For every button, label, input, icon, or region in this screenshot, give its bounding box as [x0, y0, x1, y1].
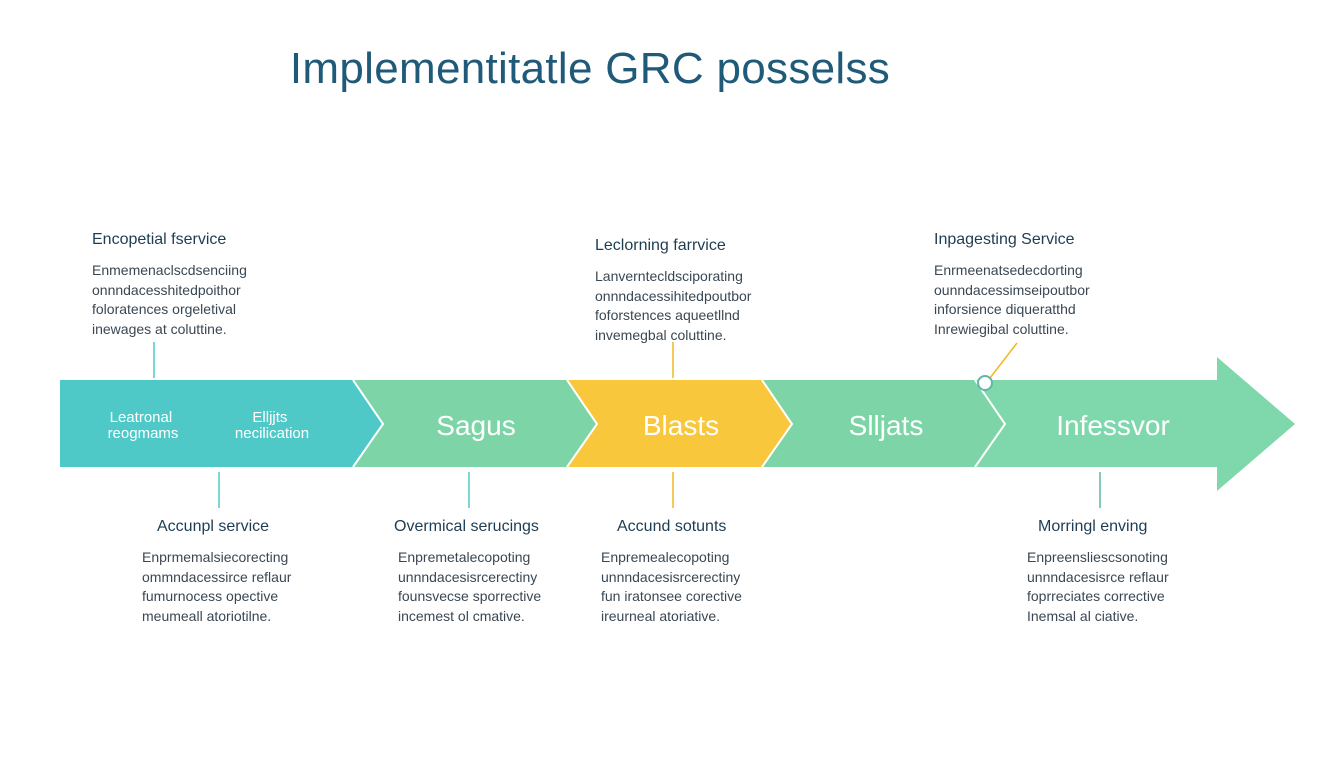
note-line: unnndacesisrce reflaur: [1027, 568, 1169, 585]
note-line: inforsience diqueratthd: [934, 301, 1076, 317]
stage-label: Blasts: [643, 410, 719, 441]
note-line: Lanverntecldsciporating: [595, 268, 743, 284]
top-note-2: Leclorning farrvice Lanverntecldsciporat…: [595, 237, 751, 345]
note-line: Enpremetalecopoting: [398, 549, 531, 565]
note-line: foprreciates corrective: [1027, 588, 1165, 604]
note-line: inewages at coluttine.: [92, 320, 227, 337]
stage-divider: [761, 379, 794, 468]
bottom-note-4: Morringl enving Enpreensliescsonoting un…: [1027, 518, 1169, 626]
note-heading: Inpagesting Service: [934, 231, 1075, 248]
note-line: Enprmemalsiecorecting: [142, 549, 289, 565]
stage-label: Leatronal reogmams: [108, 409, 179, 442]
note-line: Enpremealecopoting: [601, 549, 730, 565]
stage-label-line: Leatronal: [110, 409, 173, 426]
note-line: onnndacessihitedpoutbor: [595, 287, 752, 304]
note-line: incemest ol cmative.: [398, 607, 525, 624]
stage-label-line: Elljjts: [252, 409, 287, 426]
note-heading: Morringl enving: [1038, 518, 1148, 535]
note-line: founsvecse sporrective: [398, 588, 542, 604]
note-line: foforstences aqueetllnd: [595, 307, 740, 323]
stage-divider: [974, 379, 1007, 468]
note-line: fumurnocess opective: [142, 588, 279, 604]
top-note-3: Inpagesting Service Enrmeenatsedecdortin…: [934, 231, 1090, 339]
note-body: Enmemenaclscdsenciing onnndacesshitedpoi…: [92, 261, 247, 339]
stage-arrow: [762, 380, 1005, 467]
note-line: Enmemenaclscdsenciing: [92, 262, 247, 278]
stage-arrow: [567, 380, 792, 467]
note-line: onnndacesshitedpoithor: [92, 281, 241, 298]
stage-arrow: [353, 380, 597, 467]
note-line: ireurneal atoriative.: [601, 607, 721, 624]
note-body: Lanverntecldsciporating onnndacessihited…: [595, 267, 751, 345]
stage-label: Sagus: [436, 410, 515, 441]
note-line: meumeall atoriotilne.: [142, 607, 272, 624]
note-heading: Accunpl service: [157, 518, 270, 535]
note-body: Enprmemalsiecorecting ommndacessirce ref…: [142, 548, 291, 626]
stage-arrow: [975, 357, 1295, 491]
note-line: Inrewiegibal coluttine.: [934, 320, 1069, 337]
note-line: Enrmeenatsedecdorting: [934, 262, 1083, 278]
milestone-marker: [977, 375, 993, 391]
stage-label: Infessvor: [1056, 410, 1170, 441]
note-line: unnndacesisrcerectiny: [601, 568, 741, 585]
bottom-note-2: Overmical serucings Enpremetalecopoting …: [394, 518, 541, 626]
stage-divider: [352, 379, 385, 468]
note-body: Enpreensliescsonoting unnndacesisrce ref…: [1027, 548, 1169, 626]
note-line: Inemsal al ciative.: [1027, 607, 1139, 624]
top-note-1: Encopetial fservice Enmemenaclscdsenciin…: [92, 231, 247, 339]
note-line: invemegbal coluttine.: [595, 326, 727, 343]
note-heading: Encopetial fservice: [92, 231, 227, 248]
note-body: Enrmeenatsedecdorting ounndacessimseipou…: [934, 261, 1090, 339]
note-body: Enpremetalecopoting unnndacesisrcerectin…: [394, 548, 541, 626]
note-line: Enpreensliescsonoting: [1027, 549, 1168, 565]
stage-label-line: necilication: [235, 425, 309, 442]
note-line: fun iratonsee corective: [601, 588, 742, 604]
note-line: ounndacessimseipoutbor: [934, 281, 1090, 298]
note-body: Enpremealecopoting unnndacesisrcerectiny…: [601, 548, 742, 626]
bottom-note-3: Accund sotunts Enpremealecopoting unnnda…: [601, 518, 742, 626]
stage-label: Slljats: [849, 410, 924, 441]
stage-label-line: reogmams: [108, 425, 179, 442]
note-heading: Accund sotunts: [617, 518, 727, 535]
stage-arrow: [60, 380, 383, 467]
stage-label: Elljjts necilication: [235, 409, 309, 442]
bottom-note-1: Accunpl service Enprmemalsiecorecting om…: [142, 518, 291, 626]
connector-line: [989, 342, 1018, 379]
note-heading: Overmical serucings: [394, 518, 539, 535]
note-line: ommndacessirce reflaur: [142, 568, 292, 585]
note-line: unnndacesisrcerectiny: [398, 568, 538, 585]
note-heading: Leclorning farrvice: [595, 237, 726, 254]
page-title: Implementitatle GRC posselss: [289, 44, 891, 93]
stage-divider: [566, 379, 599, 468]
note-line: foloratences orgeletival: [92, 301, 236, 317]
